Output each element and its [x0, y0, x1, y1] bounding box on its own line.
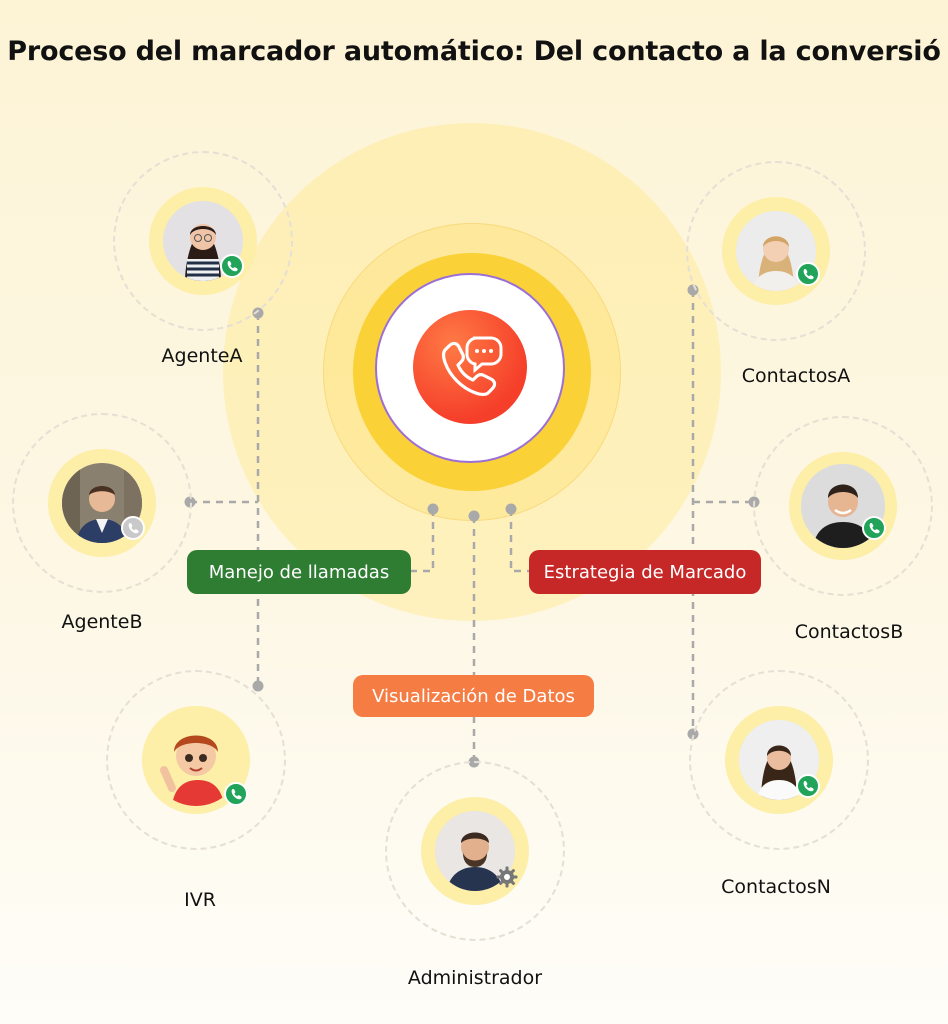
phone-icon: [121, 516, 145, 540]
ivr-label: IVR: [184, 889, 216, 911]
ivr-ring: [106, 670, 286, 850]
contactos-b-ring: [753, 416, 933, 596]
administrador-ring: [385, 761, 565, 941]
connector-dot: [505, 503, 517, 515]
agente-a-label: AgenteA: [161, 345, 243, 367]
connector-dot: [427, 503, 439, 515]
gear-icon: [495, 865, 519, 889]
agente-a-ring: [113, 151, 293, 331]
contactos-b-label: ContactosB: [794, 621, 904, 643]
contactos-a-label: ContactosA: [741, 365, 851, 387]
phone-chat-icon: [435, 330, 505, 404]
phone-icon: [862, 516, 886, 540]
estrategia-marcado-pill: Estrategia de Marcado: [529, 550, 761, 594]
phone-icon: [796, 262, 820, 286]
phone-icon: [224, 782, 248, 806]
phone-icon: [796, 774, 820, 798]
diagram-title: Proceso del marcador automático: Del con…: [7, 36, 941, 67]
contactos-a-ring: [686, 161, 866, 341]
agente-b-ring: [12, 413, 192, 593]
connector-dot: [252, 680, 264, 692]
contactos-n-avatar: [739, 720, 819, 800]
phone-icon: [220, 254, 244, 278]
administrador-avatar: [435, 811, 515, 891]
administrador-label: Administrador: [407, 967, 543, 989]
connector-dot: [468, 510, 480, 522]
agente-b-avatar: [62, 463, 142, 543]
contactos-n-label: ContactosN: [721, 876, 831, 898]
visualizacion-datos-pill: Visualización de Datos: [353, 675, 594, 717]
manejo-llamadas-pill: Manejo de llamadas: [187, 550, 411, 594]
hub-circle: [413, 310, 527, 424]
contactos-n-ring: [689, 670, 869, 850]
agente-b-label: AgenteB: [61, 611, 143, 633]
